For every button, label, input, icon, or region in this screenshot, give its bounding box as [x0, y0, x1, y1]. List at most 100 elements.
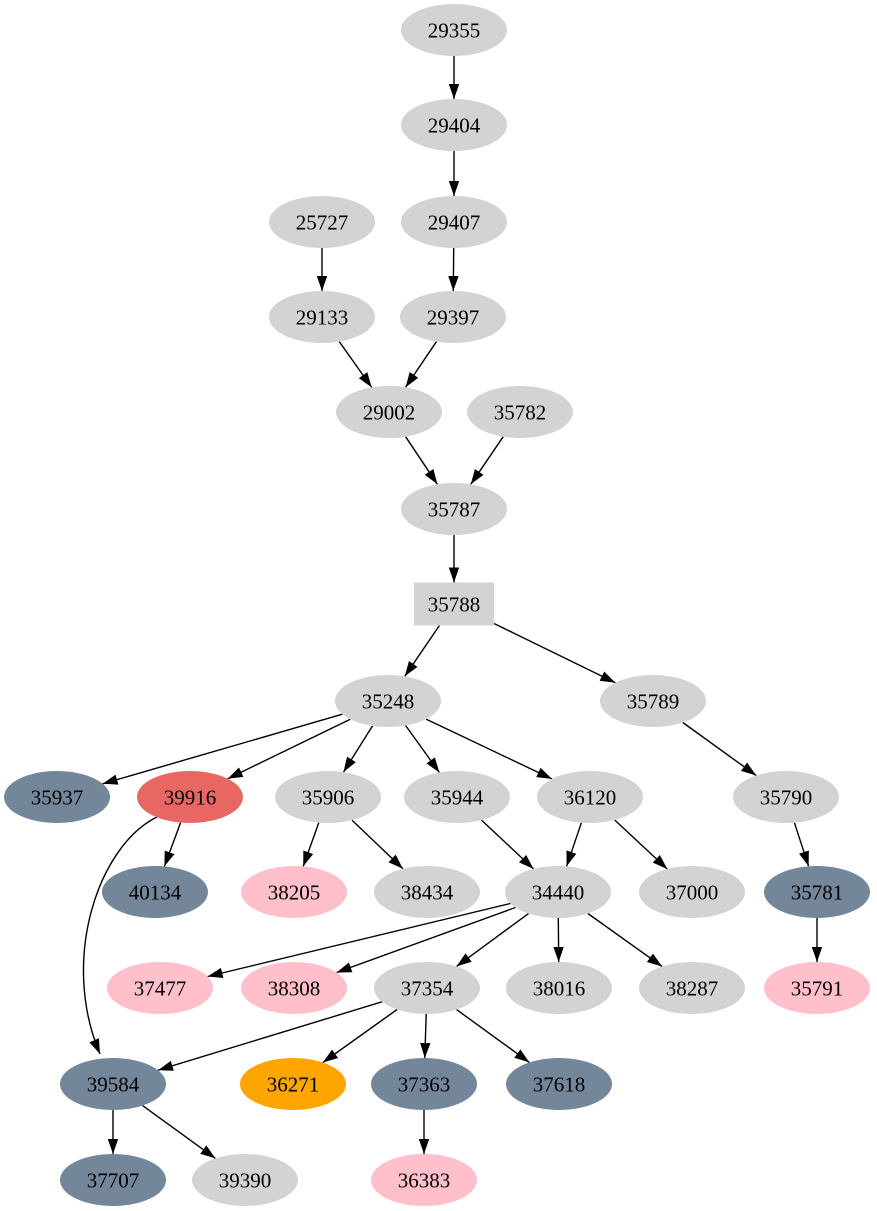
node-shape-ellipse [371, 1058, 477, 1110]
node-shape-ellipse [371, 1154, 477, 1206]
node-29002: 29002 [336, 386, 442, 438]
edge-35790-35781 [793, 822, 810, 867]
edge-35782-35787 [470, 436, 504, 485]
node-label: 29355 [428, 18, 481, 42]
edge-35248-35906 [342, 725, 374, 773]
node-25727: 25727 [269, 196, 375, 248]
node-shape-ellipse [467, 386, 573, 438]
node-label: 35790 [760, 785, 813, 809]
node-label: 37354 [401, 976, 454, 1000]
edge-36120-37000 [614, 819, 668, 870]
edge-35944-34440 [481, 819, 534, 870]
edge-39916-40134 [163, 822, 182, 867]
node-39390: 39390 [192, 1154, 298, 1206]
node-37618: 37618 [506, 1058, 612, 1110]
node-label: 40134 [129, 880, 182, 904]
node-label: 37707 [87, 1168, 140, 1192]
node-shape-ellipse [60, 1058, 166, 1110]
node-label: 35944 [431, 785, 484, 809]
node-label: 37000 [666, 880, 719, 904]
node-35790: 35790 [733, 771, 839, 823]
edge-34440-38308 [336, 906, 516, 974]
node-37707: 37707 [60, 1154, 166, 1206]
node-shape-ellipse [506, 1058, 612, 1110]
node-label: 39584 [87, 1072, 140, 1096]
node-shape-ellipse [404, 771, 510, 823]
node-shape-ellipse [374, 962, 480, 1014]
node-35937: 35937 [4, 771, 110, 823]
edge-37354-37363 [420, 1013, 431, 1059]
node-shape-ellipse [401, 99, 507, 151]
node-label: 35788 [428, 592, 481, 616]
node-layer: 29355 29404 25727 29407 29133 29397 29002 35782… [4, 4, 870, 1206]
node-shape-ellipse [639, 962, 745, 1014]
node-label: 38287 [666, 976, 719, 1000]
node-shape-box [414, 582, 494, 626]
node-37354: 37354 [374, 962, 480, 1014]
node-35788: 35788 [414, 582, 494, 626]
node-29404: 29404 [401, 99, 507, 151]
node-38308: 38308 [241, 962, 347, 1014]
node-38016: 38016 [506, 962, 612, 1014]
node-label: 34440 [532, 880, 585, 904]
node-label: 35787 [428, 497, 481, 521]
node-40134: 40134 [102, 866, 208, 918]
node-shape-ellipse [401, 196, 507, 248]
node-34440: 34440 [505, 866, 611, 918]
edge-35906-38205 [302, 822, 320, 867]
node-38205: 38205 [241, 866, 347, 918]
node-shape-ellipse [400, 291, 506, 343]
node-label: 35937 [31, 785, 84, 809]
node-37363: 37363 [371, 1058, 477, 1110]
node-39916: 39916 [137, 771, 243, 823]
node-shape-ellipse [241, 962, 347, 1014]
node-29355: 29355 [401, 4, 507, 56]
node-label: 35791 [791, 976, 844, 1000]
node-shape-ellipse [102, 866, 208, 918]
node-35248: 35248 [335, 675, 441, 727]
node-36383: 36383 [371, 1154, 477, 1206]
node-shape-ellipse [137, 771, 243, 823]
edge-34440-37477 [207, 902, 511, 979]
edge-37354-39584 [157, 1001, 383, 1071]
node-29407: 29407 [401, 196, 507, 248]
node-shape-ellipse [764, 962, 870, 1014]
node-35791: 35791 [764, 962, 870, 1014]
node-36271: 36271 [240, 1058, 346, 1110]
node-35782: 35782 [467, 386, 573, 438]
node-29133: 29133 [269, 291, 375, 343]
edge-35248-35937 [102, 713, 343, 785]
node-shape-ellipse [275, 771, 381, 823]
node-label: 38205 [268, 880, 321, 904]
node-label: 29397 [427, 305, 480, 329]
edge-35248-36120 [425, 718, 553, 780]
edge-35248-39916 [227, 718, 351, 780]
node-38434: 38434 [374, 866, 480, 918]
node-shape-ellipse [192, 1154, 298, 1206]
edge-29133-29002 [338, 341, 373, 388]
node-label: 29404 [428, 113, 481, 137]
node-shape-ellipse [269, 196, 375, 248]
edge-34440-38287 [587, 912, 663, 968]
node-label: 36383 [398, 1168, 451, 1192]
node-36120: 36120 [537, 771, 643, 823]
node-shape-ellipse [335, 675, 441, 727]
node-label: 38016 [533, 976, 586, 1000]
node-label: 29407 [428, 210, 481, 234]
node-label: 37477 [134, 976, 187, 1000]
node-35906: 35906 [275, 771, 381, 823]
node-label: 38308 [268, 976, 321, 1000]
node-label: 35248 [362, 689, 415, 713]
node-37477: 37477 [107, 962, 213, 1014]
node-label: 37363 [398, 1072, 451, 1096]
node-shape-ellipse [764, 866, 870, 918]
node-label: 35781 [791, 880, 844, 904]
node-35781: 35781 [764, 866, 870, 918]
node-shape-ellipse [639, 866, 745, 918]
node-shape-ellipse [506, 962, 612, 1014]
node-shape-ellipse [336, 386, 442, 438]
node-shape-ellipse [733, 771, 839, 823]
node-shape-ellipse [269, 291, 375, 343]
